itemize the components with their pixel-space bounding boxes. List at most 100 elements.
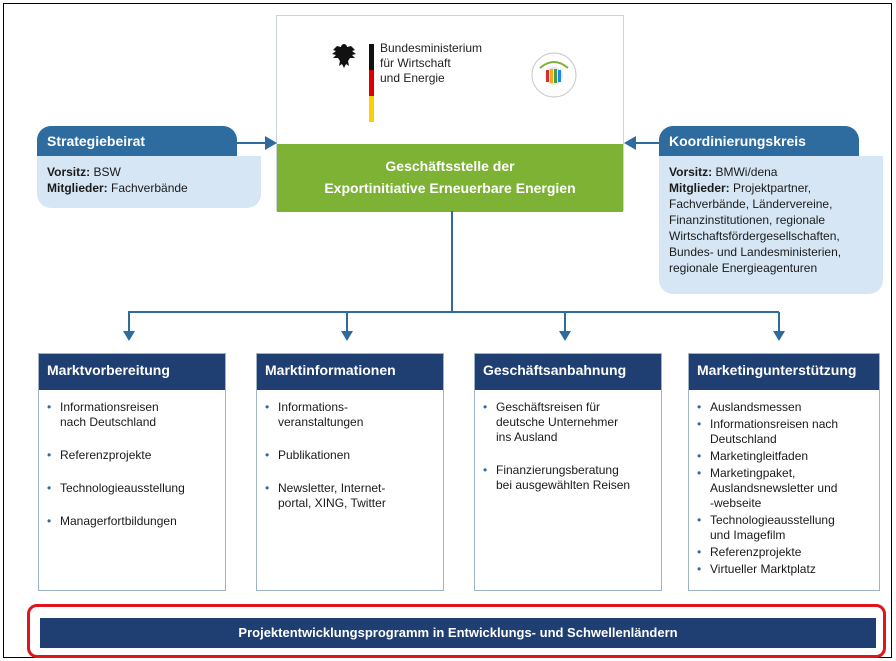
bullet-icon: • [47, 400, 52, 414]
koordinierungskreis-body: Vorsitz: BMWi/dena Mitglieder: Projektpa… [659, 156, 883, 294]
list-item-line: Managerfortbildungen [60, 514, 177, 528]
german-flag-stripe [369, 44, 374, 122]
mitglieder-line-3: Finanzinstitutionen, regionale [669, 213, 826, 227]
list-item-line: Auslandsmessen [710, 400, 802, 414]
mitglieder-line-5: Bundes- und Landesministerien, [669, 245, 842, 259]
list-item: • Newsletter, Internet-portal, XING, Twit… [265, 481, 435, 511]
renewables-logo-icon [531, 52, 577, 98]
strategiebeirat-vorsitz: Vorsitz: BSW [47, 164, 251, 180]
list-item: •Referenzprojekte [47, 448, 217, 463]
list-item-line: Publikationen [278, 448, 351, 462]
list-item-line: portal, XING, Twitter [278, 496, 386, 510]
mitglieder-line-4: Wirtschaftsfördergesellschaften, [669, 229, 840, 243]
arrow-down-icon [773, 312, 785, 341]
connector-horizontal [128, 311, 779, 313]
ministry-line-3: und Energie [380, 71, 445, 85]
list-item-line: Finanzierungsberatung [496, 463, 619, 477]
arrow-down-icon [341, 312, 353, 341]
strategiebeirat-body: Vorsitz: BSW Mitglieder: Fachverbände [37, 156, 261, 208]
arrow-left-icon [624, 136, 660, 150]
ministry-line-1: Bundesministerium [380, 41, 483, 55]
list-item: •Technologieausstellung [47, 481, 217, 496]
list-item-line: Technologieausstellung [60, 481, 185, 495]
bullet-icon: • [265, 400, 270, 414]
bullet-icon: • [697, 513, 702, 527]
koordinierungskreis-mitglieder: Mitglieder: Projektpartner, [669, 180, 873, 196]
list-item: • Informations-veranstaltungen [265, 400, 435, 430]
arrow-down-icon [559, 312, 571, 341]
vorsitz-value: BSW [90, 165, 121, 179]
koordinierungskreis-title: Koordinierungskreis [669, 133, 806, 149]
koordinierungskreis-header: Koordinierungskreis [659, 126, 859, 156]
list-item: •Referenzprojekte [697, 545, 871, 560]
list-item-line: nach Deutschland [60, 415, 157, 429]
list-item-line: bei ausgewählten Reisen [496, 478, 631, 492]
vorsitz-label: Vorsitz: [669, 165, 713, 179]
strategiebeirat-title: Strategiebeirat [47, 133, 146, 149]
list-item-line: Technologieausstellung [710, 513, 835, 527]
projektentwicklungsprogramm-bar: Projektentwicklungsprogramm in Entwicklu… [40, 618, 876, 648]
column-title: Marktvorbereitung [39, 354, 225, 390]
highlight-outline [27, 604, 886, 658]
list-item-line: Auslandsnewsletter und [710, 481, 838, 495]
bullet-icon: • [265, 481, 270, 495]
bullet-icon: • [265, 448, 270, 462]
list-item-line: veranstaltungen [278, 415, 364, 429]
list-item-line: Virtueller Marktplatz [710, 562, 816, 576]
list-item: • Managerfortbildungen [47, 514, 217, 529]
list-item-line: Newsletter, Internet- [278, 481, 386, 495]
arrow-right-icon [237, 136, 277, 150]
bullet-icon: • [47, 514, 52, 528]
mitglieder-value: Fachverbände [107, 181, 188, 195]
list-item-line: und Imagefilm [710, 528, 786, 542]
bullet-icon: • [697, 545, 702, 559]
column-title: Marktinformationen [257, 354, 443, 390]
column-list: • Informations-veranstaltungen • Publikati… [257, 390, 443, 511]
geschaeftsstelle-title: Geschäftsstelle der Exportinitiative Ern… [277, 144, 623, 212]
list-item-line: Informations- [278, 400, 349, 414]
logo-area: Bundesministerium für Wirtschaft und Ene… [277, 16, 623, 144]
mitglieder-line-1: Projektpartner, [729, 181, 812, 195]
strategiebeirat-mitglieder: Mitglieder: Fachverbände [47, 180, 251, 196]
bullet-icon: • [483, 400, 488, 414]
list-item: • Publikationen [265, 448, 435, 463]
list-item-line: Geschäftsreisen für [496, 400, 601, 414]
koordinierungskreis-vorsitz: Vorsitz: BMWi/dena [669, 164, 873, 180]
list-item-line: Informationsreisen [60, 400, 159, 414]
ministry-name: Bundesministerium für Wirtschaft und Ene… [380, 41, 482, 86]
mitglieder-label: Mitglieder: [47, 181, 108, 195]
bullet-icon: • [47, 448, 52, 462]
column-marktinformationen: Marktinformationen • Informations-veranst… [256, 353, 444, 591]
federal-eagle-icon [332, 44, 356, 68]
connector-vertical [451, 211, 453, 312]
column-title: Geschäftsanbahnung [475, 354, 661, 390]
list-item: • Marketingpaket,Auslandsnewsletter und-w… [697, 466, 871, 511]
vorsitz-value: BMWi/dena [712, 165, 778, 179]
column-title: Marketingunterstützung [689, 354, 879, 390]
list-item-line: -webseite [710, 496, 762, 510]
list-item: • Auslandsmessen [697, 400, 871, 415]
arrow-down-icon [123, 312, 135, 341]
list-item: • Marketingleitfaden [697, 449, 871, 464]
list-item-line: Marketingpaket, [710, 466, 796, 480]
list-item-line: Informationsreisen nach [710, 417, 839, 431]
bullet-icon: • [697, 449, 702, 463]
list-item-line: Deutschland [710, 432, 777, 446]
bullet-icon: • [697, 562, 702, 576]
list-item-line: Marketingleitfaden [710, 449, 809, 463]
bullet-icon: • [697, 466, 702, 480]
bullet-icon: • [697, 400, 702, 414]
bullet-icon: • [697, 417, 702, 431]
bullet-icon: • [483, 463, 488, 477]
list-item: • Virtueller Marktplatz [697, 562, 871, 577]
geschaeftsstelle-box: Bundesministerium für Wirtschaft und Ene… [276, 15, 624, 212]
